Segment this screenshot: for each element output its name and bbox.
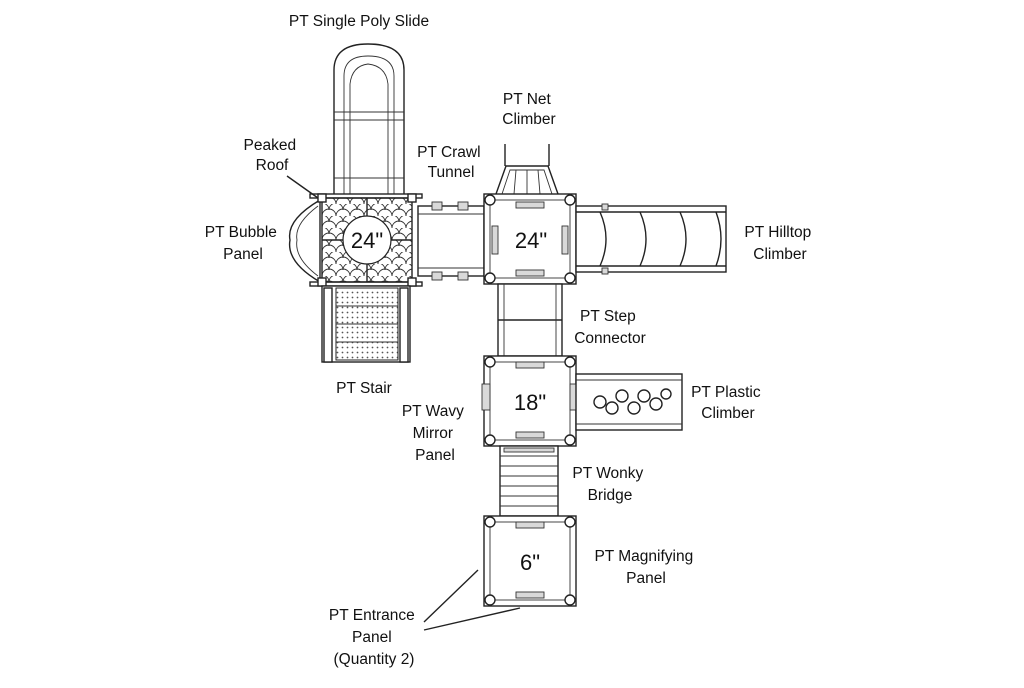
label-peaked-roof: Peaked Roof (244, 137, 301, 174)
label-wavy-mirror-panel: PT Wavy Mirror Panel (402, 403, 468, 464)
peaked-roof-leader (286, 175, 319, 199)
label-bubble-panel: PT Bubble Panel (205, 224, 281, 263)
label-plastic-climber: PT Plastic Climber (691, 384, 765, 422)
right-deck-height: 24" (515, 228, 547, 253)
bottom-deck-height: 6" (520, 550, 540, 575)
right-deck (483, 193, 577, 285)
stair (321, 285, 411, 363)
slide (333, 43, 405, 197)
entrance-leader-1 (423, 569, 479, 623)
plastic-climber (575, 373, 683, 431)
label-crawl-tunnel: PT Crawl Tunnel (417, 144, 485, 181)
crawl-tunnel (417, 201, 485, 281)
wonky-bridge (499, 445, 559, 517)
label-step-connector: PT Step Connector (574, 308, 646, 347)
net-climber (495, 144, 559, 195)
middle-deck-height: 18" (514, 390, 546, 415)
left-deck (309, 193, 423, 287)
label-magnifying-panel: PT Magnifying Panel (594, 548, 697, 587)
label-slide: PT Single Poly Slide (289, 13, 429, 30)
label-stair: PT Stair (336, 380, 392, 397)
left-deck-height: 24" (351, 228, 383, 253)
bubble-panel (288, 198, 321, 284)
bottom-deck (483, 515, 577, 607)
label-net-climber: PT Net Climber (502, 91, 555, 128)
hilltop-climber (575, 203, 727, 275)
label-wonky-bridge: PT Wonky Bridge (572, 465, 647, 504)
entrance-leader-2 (423, 607, 521, 631)
step-connector (497, 283, 563, 357)
label-entrance-panel: PT Entrance Panel (Quantity 2) (329, 607, 419, 668)
label-hilltop-climber: PT Hilltop Climber (744, 224, 815, 263)
